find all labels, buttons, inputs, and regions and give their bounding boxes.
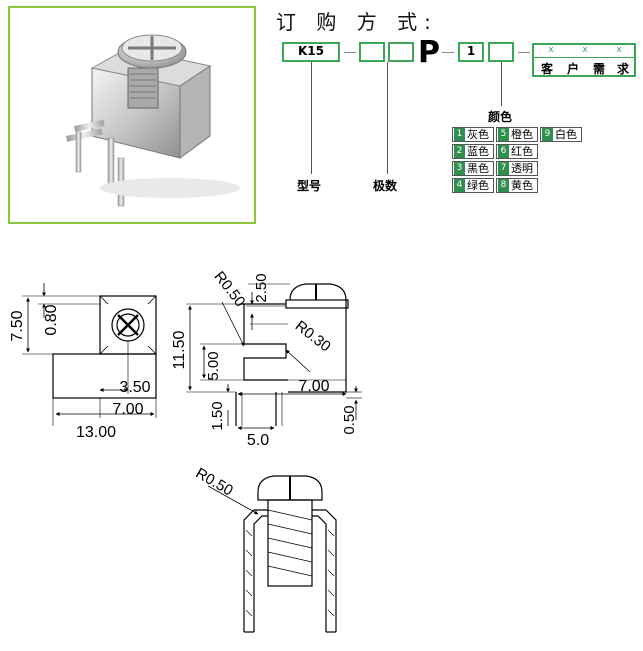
side-view	[186, 283, 362, 430]
pole-box-2	[388, 42, 414, 62]
label-color: 颜色	[488, 110, 513, 124]
req-divider	[534, 57, 634, 58]
pole-box-1	[359, 42, 385, 62]
dim-side-r-mid: R0.30	[292, 317, 334, 355]
model-code-box: K15	[282, 42, 340, 62]
dim-side-length: 7.00	[298, 378, 329, 395]
leader-model	[311, 62, 312, 174]
suffix-box	[488, 42, 514, 62]
dim-side-height: 11.50	[171, 330, 188, 369]
leader-poles	[387, 62, 388, 174]
req-char: 客	[540, 62, 553, 76]
label-poles: 极数	[373, 179, 398, 193]
dim-side-pin-h: 1.50	[209, 401, 226, 430]
dim-top-h-total: 7.50	[9, 310, 26, 341]
product-photo	[8, 6, 256, 224]
req-char: 求	[616, 62, 629, 76]
dim-side-foot: 0.50	[341, 405, 358, 434]
order-title: 订 购 方 式:	[276, 10, 438, 34]
terminal-photo-illustration	[66, 34, 240, 207]
req-x: x	[548, 45, 554, 55]
dim-top-w-body: 7.00	[112, 401, 143, 418]
dim-side-slot: 5.00	[205, 351, 222, 380]
req-char: 户	[566, 62, 579, 76]
req-x: x	[582, 45, 588, 55]
dim-side-top-gap: 2.50	[253, 273, 270, 302]
dim-top-h-small: 0.80	[43, 304, 60, 335]
label-model: 型号	[297, 179, 322, 193]
dim-top-w-total: 13.00	[76, 424, 116, 441]
color-code-box: 1	[458, 42, 484, 62]
separator	[344, 52, 356, 53]
dim-top-w-half: 3.50	[119, 379, 150, 396]
leader-color	[501, 62, 502, 106]
dim-section-radius: R0.50	[193, 465, 236, 500]
req-x: x	[616, 45, 622, 55]
section-view	[207, 475, 337, 633]
top-view	[22, 283, 157, 426]
separator	[442, 52, 454, 53]
req-char: 需	[592, 62, 605, 76]
p-letter: P	[418, 35, 440, 70]
dim-side-pin-pitch: 5.0	[247, 432, 269, 449]
customer-requirement-box: x x x 客 户 需 求	[532, 43, 636, 77]
separator	[518, 52, 530, 53]
